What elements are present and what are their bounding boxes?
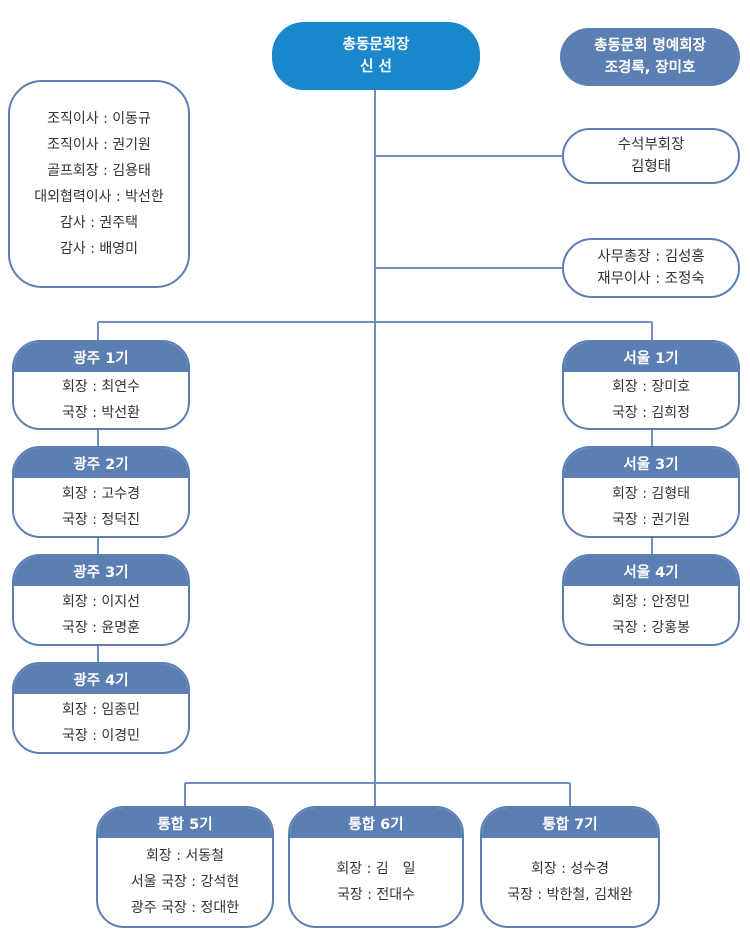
chairman-title: 총동문회장 <box>342 37 410 53</box>
chairman-name: 신 선 <box>360 59 392 75</box>
card-line: 광주 국장 : 정대한 <box>130 900 240 916</box>
card-line: 회장 : 최연수 <box>61 379 141 395</box>
honorary-chair-box: 총동문회 명예회장 조경록, 장미호 <box>560 28 740 86</box>
integrated-6-card: 통합 6기 회장 : 김 일 국장 : 전대수 <box>288 806 464 928</box>
card-title: 통합 7기 <box>482 808 658 838</box>
card-line: 회장 : 김형태 <box>611 486 691 502</box>
gwangju-1-card: 광주 1기 회장 : 최연수 국장 : 박선환 <box>12 340 190 430</box>
card-line: 국장 : 강홍봉 <box>611 620 691 636</box>
card-title: 광주 4기 <box>14 664 188 694</box>
vice-chair-box: 수석부회장 김형태 <box>562 128 740 184</box>
board-line: 대외협력이사 : 박선한 <box>34 189 164 205</box>
card-line: 국장 : 박한철, 김채완 <box>507 887 633 903</box>
vice-chair-name: 김형태 <box>630 159 672 175</box>
card-line: 회장 : 장미호 <box>611 379 691 395</box>
card-title: 통합 6기 <box>290 808 462 838</box>
board-line: 감사 : 권주택 <box>59 215 139 231</box>
card-line: 회장 : 고수경 <box>61 486 141 502</box>
secretariat-box: 사무총장 : 김성홍 재무이사 : 조정숙 <box>562 238 740 298</box>
card-line: 회장 : 임종민 <box>61 702 141 718</box>
card-title: 광주 1기 <box>14 342 188 372</box>
board-line: 조직이사 : 이동규 <box>47 111 151 127</box>
card-line: 국장 : 윤명훈 <box>61 620 141 636</box>
seoul-1-card: 서울 1기 회장 : 장미호 국장 : 김희정 <box>562 340 740 430</box>
integrated-7-card: 통합 7기 회장 : 성수경 국장 : 박한철, 김채완 <box>480 806 660 928</box>
honorary-title: 총동문회 명예회장 <box>594 38 706 54</box>
secretariat-line-1: 사무총장 : 김성홍 <box>597 249 705 265</box>
seoul-3-card: 서울 3기 회장 : 김형태 국장 : 권기원 <box>562 446 740 538</box>
board-line: 감사 : 배영미 <box>59 241 139 257</box>
card-line: 회장 : 김 일 <box>336 861 416 877</box>
card-line: 국장 : 박선환 <box>61 405 141 421</box>
card-line: 국장 : 전대수 <box>336 887 416 903</box>
card-line: 국장 : 권기원 <box>611 512 691 528</box>
board-line: 골프회장 : 김용태 <box>47 163 151 179</box>
seoul-4-card: 서울 4기 회장 : 안정민 국장 : 강홍봉 <box>562 554 740 646</box>
card-title: 광주 3기 <box>14 556 188 586</box>
card-line: 회장 : 성수경 <box>530 861 610 877</box>
card-line: 국장 : 정덕진 <box>61 512 141 528</box>
chairman-box: 총동문회장 신 선 <box>272 22 480 90</box>
secretariat-line-2: 재무이사 : 조정숙 <box>597 271 705 287</box>
gwangju-2-card: 광주 2기 회장 : 고수경 국장 : 정덕진 <box>12 446 190 538</box>
card-line: 국장 : 이경민 <box>61 728 141 744</box>
card-line: 국장 : 김희정 <box>611 405 691 421</box>
card-line: 회장 : 서동철 <box>145 848 225 864</box>
card-title: 서울 4기 <box>564 556 738 586</box>
card-title: 서울 3기 <box>564 448 738 478</box>
honorary-names: 조경록, 장미호 <box>604 60 696 76</box>
gwangju-4-card: 광주 4기 회장 : 임종민 국장 : 이경민 <box>12 662 190 754</box>
card-title: 서울 1기 <box>564 342 738 372</box>
integrated-5-card: 통합 5기 회장 : 서동철 서울 국장 : 강석현 광주 국장 : 정대한 <box>96 806 274 928</box>
card-line: 회장 : 이지선 <box>61 594 141 610</box>
board-box: 조직이사 : 이동규 조직이사 : 권기원 골프회장 : 김용태 대외협력이사 … <box>8 80 190 288</box>
vice-chair-title: 수석부회장 <box>617 137 685 153</box>
card-title: 통합 5기 <box>98 808 272 838</box>
card-line: 서울 국장 : 강석현 <box>130 874 240 890</box>
board-line: 조직이사 : 권기원 <box>47 137 151 153</box>
gwangju-3-card: 광주 3기 회장 : 이지선 국장 : 윤명훈 <box>12 554 190 646</box>
card-title: 광주 2기 <box>14 448 188 478</box>
card-line: 회장 : 안정민 <box>611 594 691 610</box>
